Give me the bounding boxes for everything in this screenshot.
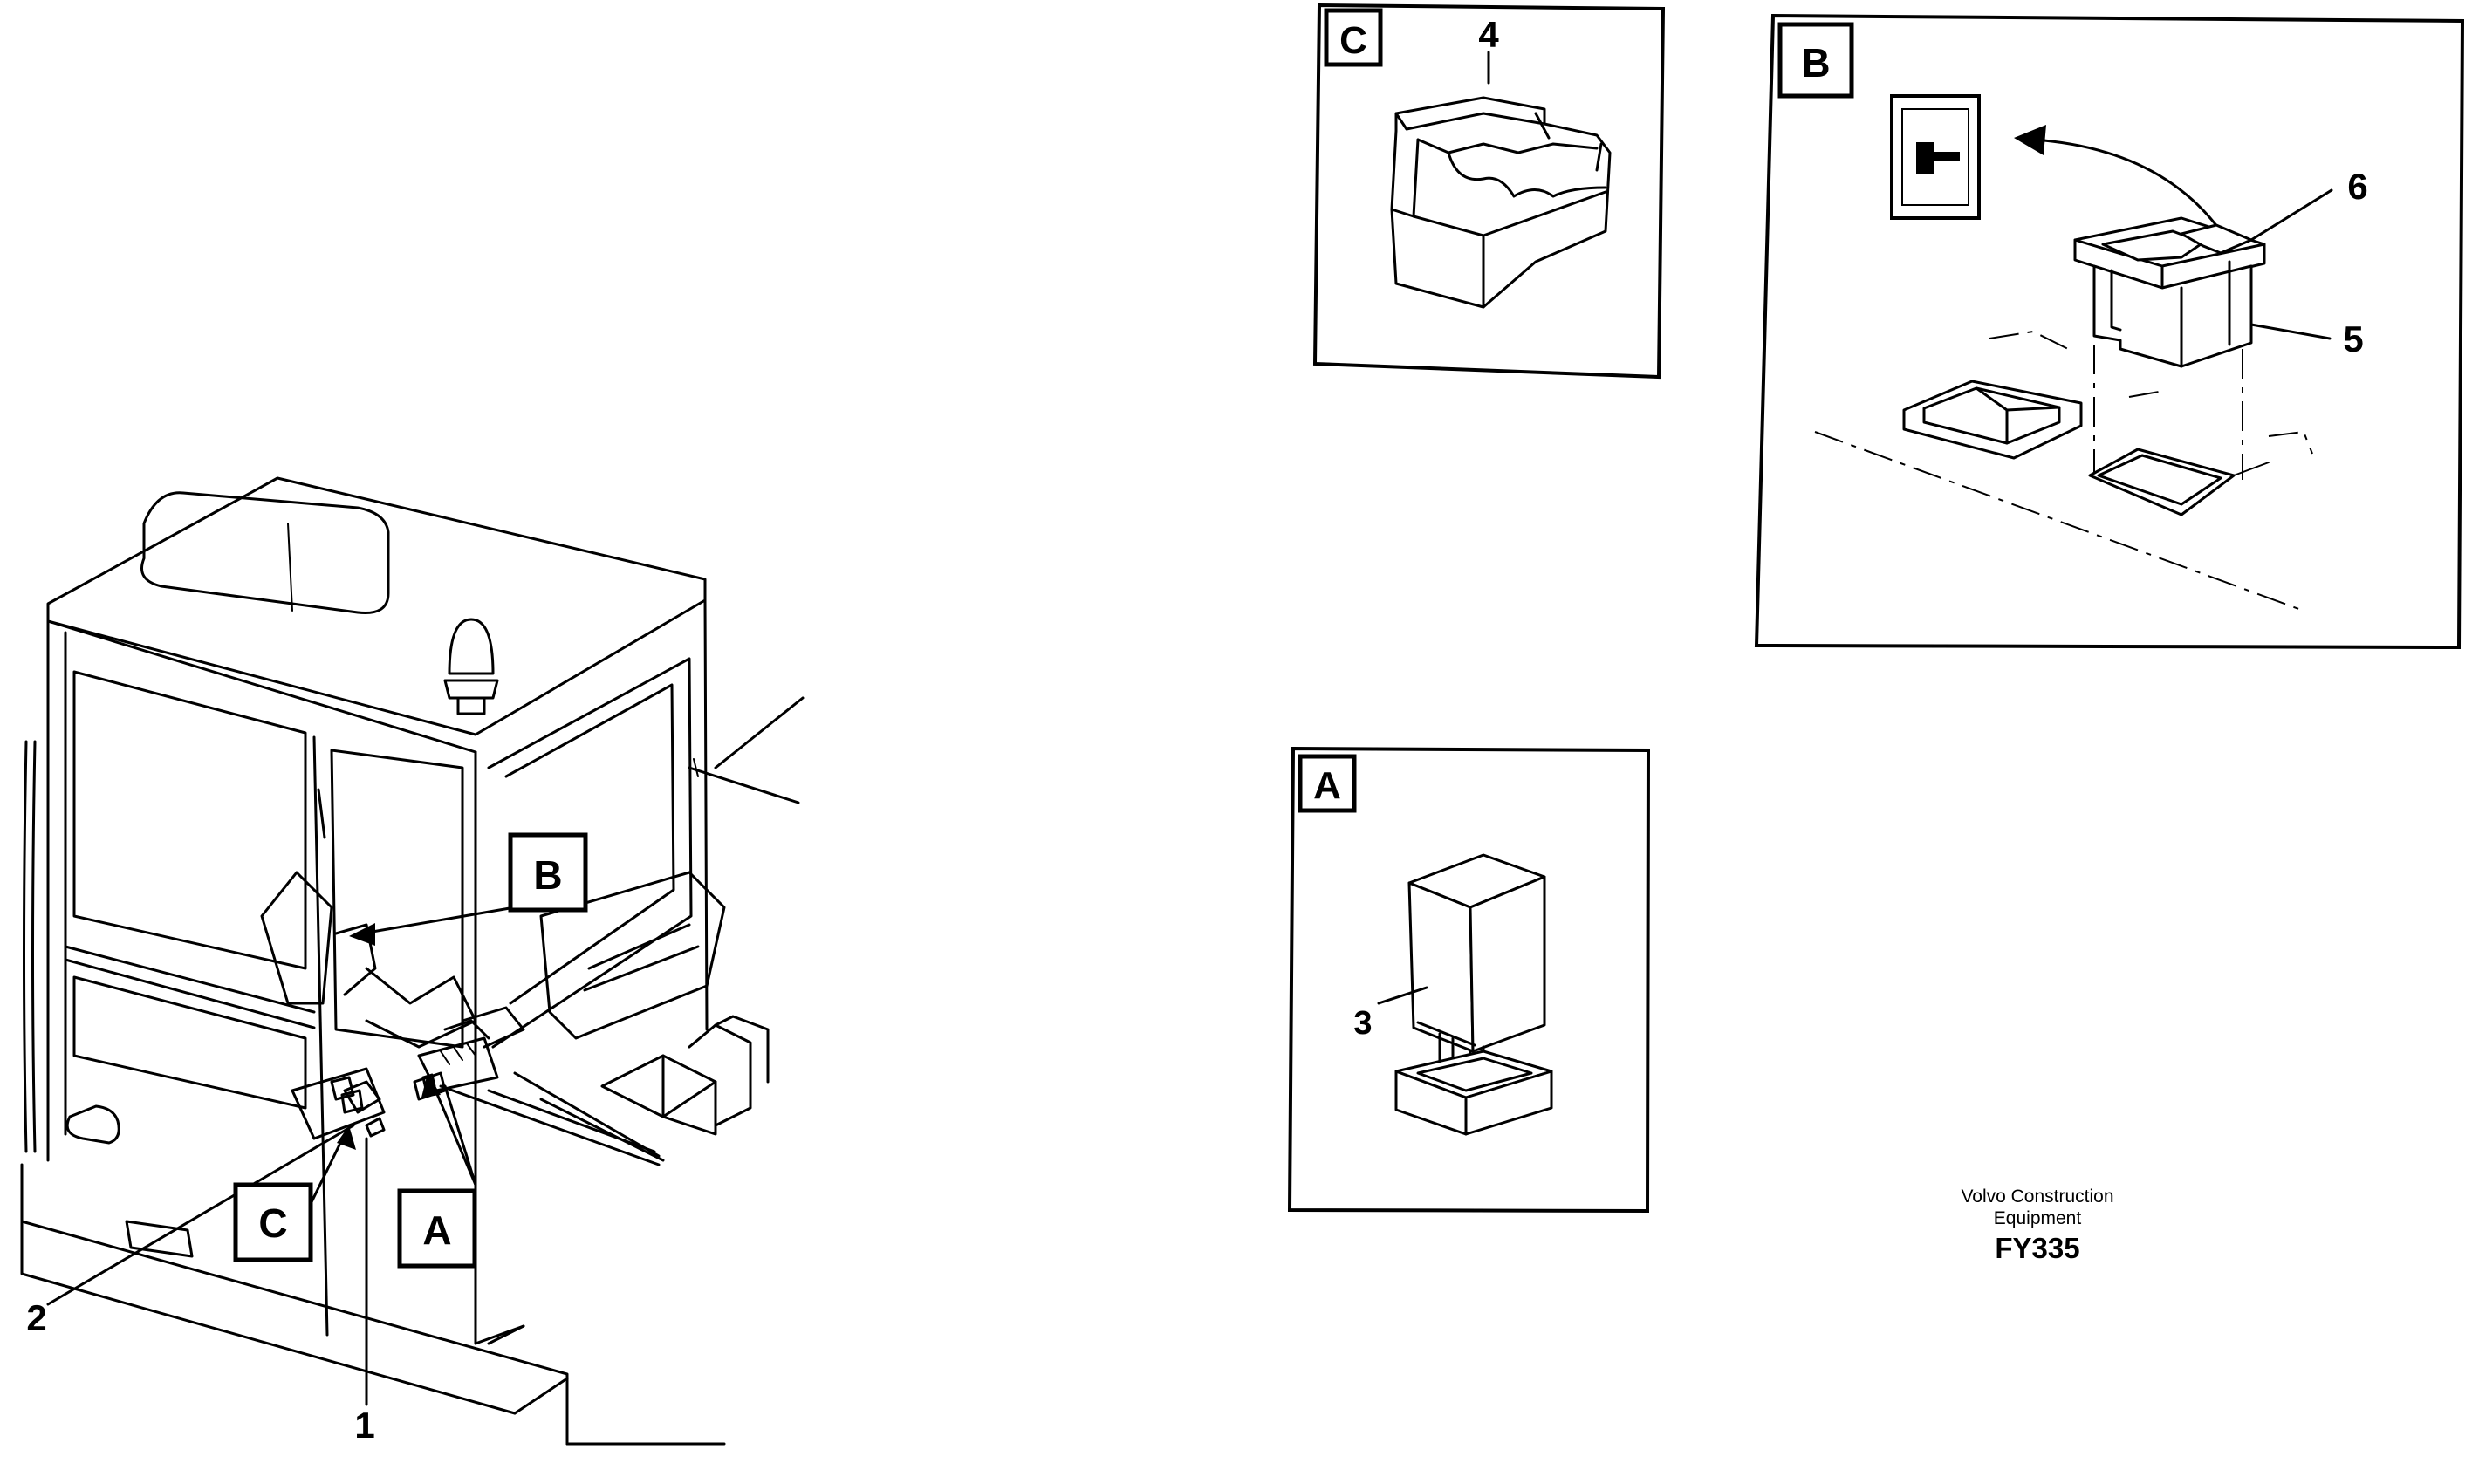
overview-tag-c: C: [233, 1182, 313, 1262]
leader-lines: [46, 906, 517, 1406]
svg-text:C: C: [1339, 19, 1367, 62]
footer-line-1: Volvo Construction: [1961, 1187, 2113, 1207]
svg-text:A: A: [1313, 764, 1341, 807]
callout-5: 5: [2343, 318, 2363, 359]
rocker-switch-icon: [2073, 216, 2266, 368]
footer-line-2: Equipment: [1994, 1208, 2082, 1228]
footer-code: FY335: [1995, 1232, 2079, 1264]
svg-text:B: B: [1801, 40, 1830, 85]
callout-3: 3: [1353, 1005, 1372, 1042]
detail-c-panel: C 4: [1312, 3, 1666, 380]
callout-4: 4: [1478, 14, 1499, 55]
detail-a-panel: A 3: [1287, 746, 1651, 1214]
callout-6: 6: [2347, 166, 2367, 207]
detail-b-panel: B 6 5: [1754, 13, 2465, 650]
cab-overview-illustration: [20, 476, 805, 1446]
callout-1: 1: [354, 1405, 374, 1446]
footer: Volvo Construction Equipment FY335: [1961, 1187, 2113, 1264]
callout-2: 2: [26, 1297, 46, 1338]
hammer-symbol-icon: [1890, 94, 1981, 220]
svg-text:B: B: [533, 852, 562, 898]
overview-tag-a: A: [397, 1188, 477, 1269]
svg-text:A: A: [422, 1207, 451, 1253]
relay-holder-icon: [1390, 96, 1612, 309]
overview-tag-b: B: [508, 832, 588, 913]
svg-text:C: C: [258, 1200, 287, 1246]
relay-icon: [1394, 853, 1553, 1136]
